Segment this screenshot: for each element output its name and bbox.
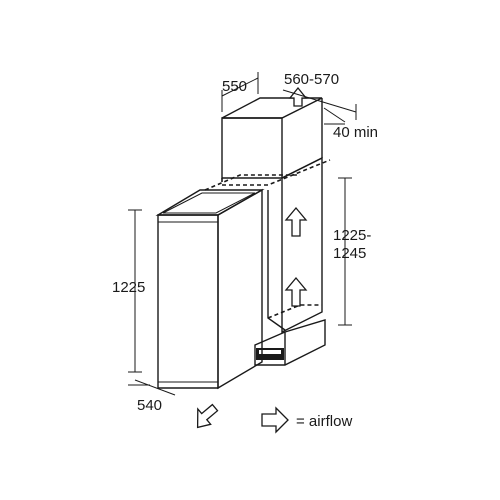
niche-floor-dashed <box>267 304 322 319</box>
appliance-top-inner <box>162 192 256 214</box>
label-appliance-width: 540 <box>137 397 162 414</box>
dim-top-vent <box>323 107 346 123</box>
airflow-up-arrow-lower <box>284 276 308 307</box>
airflow-arrow-icon <box>196 86 308 429</box>
niche-top-face <box>221 97 323 119</box>
niche-shelf-dashed-2 <box>204 174 300 191</box>
appliance-front <box>157 214 219 389</box>
niche-cabinet <box>204 97 331 366</box>
niche-right-panel <box>281 156 323 334</box>
dim-appliance-width <box>134 379 176 396</box>
airflow-top-arrow <box>288 86 308 107</box>
plinth-grille-slot <box>259 350 281 354</box>
dim-niche-depth <box>221 77 259 97</box>
legend-airflow-icon <box>261 406 289 434</box>
label-niche-depth: 550 <box>222 78 247 95</box>
niche-shelf-dashed <box>221 159 331 186</box>
label-niche-height-2: 1245 <box>333 245 366 262</box>
label-appliance-height: 1225 <box>112 279 145 296</box>
dim-niche-width <box>282 89 357 113</box>
label-niche-width: 560-570 <box>284 71 339 88</box>
label-niche-height-1: 1225- <box>333 227 371 244</box>
appliance-top-face <box>155 189 265 216</box>
dimension-lines <box>128 72 357 396</box>
airflow-inlet-arrow <box>196 403 219 429</box>
legend: = airflow <box>261 406 352 434</box>
appliance <box>155 188 265 390</box>
niche-top-front <box>221 117 283 179</box>
appliance-side <box>217 188 263 390</box>
label-top-vent: 40 min <box>333 124 378 141</box>
airflow-up-arrow-upper <box>284 206 308 237</box>
legend-airflow-label: = airflow <box>296 413 352 430</box>
